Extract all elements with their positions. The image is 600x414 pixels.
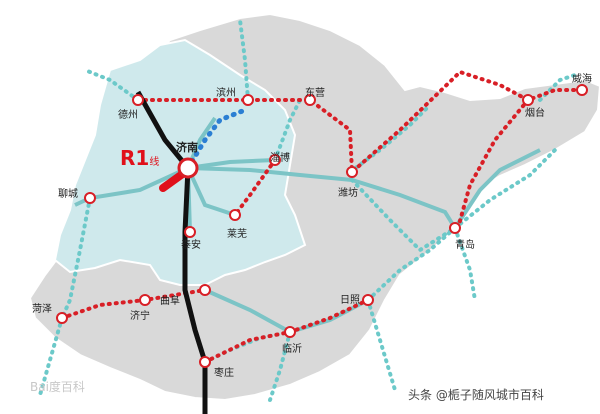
teal-line-laiwu bbox=[186, 167, 236, 217]
city-label-weihai: 威海 bbox=[572, 74, 592, 85]
city-label-dongying: 东营 bbox=[305, 88, 325, 99]
teal-dotted-9 bbox=[366, 298, 397, 392]
city-label-dezhou: 德州 bbox=[118, 110, 138, 121]
toutiao-watermark: 头条 @栀子随风城市百科 bbox=[408, 388, 544, 402]
station-rizhao bbox=[362, 294, 374, 306]
city-label-yantai: 烟台 bbox=[525, 108, 545, 119]
city-label-laiwu: 莱芜 bbox=[227, 229, 247, 240]
city-label-jining: 济宁 bbox=[130, 311, 150, 322]
station-liaocheng bbox=[84, 192, 96, 204]
city-label-liaocheng: 聊城 bbox=[58, 189, 78, 200]
city-label-rizhao: 日照 bbox=[340, 295, 360, 306]
teal-line-jinan-liaocheng bbox=[74, 166, 189, 207]
teal-dotted-12 bbox=[453, 226, 477, 302]
station-weifang bbox=[346, 166, 358, 178]
teal-dotted-5 bbox=[348, 103, 432, 174]
station-heze bbox=[56, 312, 68, 324]
teal-line-qufu-linyi bbox=[204, 288, 291, 334]
city-label-heze: 菏泽 bbox=[32, 304, 52, 315]
city-label-zibo: 淄博 bbox=[270, 153, 290, 164]
city-label-linyi: 临沂 bbox=[282, 344, 302, 355]
teal-dotted-6 bbox=[453, 148, 557, 230]
station-qufu bbox=[199, 284, 211, 296]
station-dongying bbox=[304, 94, 316, 106]
station-binzhou bbox=[242, 94, 254, 106]
r1-label-suffix: 线 bbox=[149, 157, 160, 168]
teal-dotted-4 bbox=[38, 316, 64, 397]
city-label-zaozhuang: 枣庄 bbox=[214, 368, 234, 379]
teal-dotted-3 bbox=[60, 196, 92, 320]
station-jining bbox=[139, 294, 151, 306]
station-laiwu bbox=[229, 209, 241, 221]
stations bbox=[56, 84, 588, 368]
station-dezhou bbox=[132, 94, 144, 106]
blue-dotted-line bbox=[185, 107, 248, 171]
teal-dotted-1 bbox=[83, 68, 140, 102]
city-label-qingdao: 青岛 bbox=[455, 240, 475, 251]
station-taian bbox=[184, 226, 196, 238]
station-zaozhuang bbox=[199, 356, 211, 368]
city-label-jinan: 济南 bbox=[176, 141, 198, 154]
teal-dotted-2 bbox=[238, 18, 250, 102]
teal-dotted-8 bbox=[366, 226, 457, 302]
red-dotted-zibo-laiwu bbox=[233, 158, 277, 217]
r1-line-label: R1线 bbox=[120, 146, 159, 170]
teal-dotted-7 bbox=[350, 178, 457, 253]
red-dotted-yantai-qingdao bbox=[456, 98, 530, 230]
teal-dotted-10 bbox=[268, 330, 292, 402]
city-label-qufu: 曲阜 bbox=[160, 296, 180, 307]
station-jinan bbox=[177, 157, 199, 179]
r1-label-main: R1 bbox=[120, 146, 150, 170]
teal-line-qingdao-yantai bbox=[453, 148, 541, 230]
station-weihai bbox=[576, 84, 588, 96]
station-yantai bbox=[522, 94, 534, 106]
station-qingdao bbox=[449, 222, 461, 234]
city-label-taian: 泰安 bbox=[181, 240, 201, 251]
baidu-watermark: Bai度百科 bbox=[30, 380, 85, 394]
city-label-weifang: 潍坊 bbox=[338, 188, 358, 199]
teal-line-jinan-zibo bbox=[187, 158, 276, 170]
station-zibo bbox=[269, 154, 281, 166]
teal-dotted-13 bbox=[273, 98, 302, 162]
station-linyi bbox=[284, 326, 296, 338]
city-label-binzhou: 滨州 bbox=[216, 88, 236, 99]
